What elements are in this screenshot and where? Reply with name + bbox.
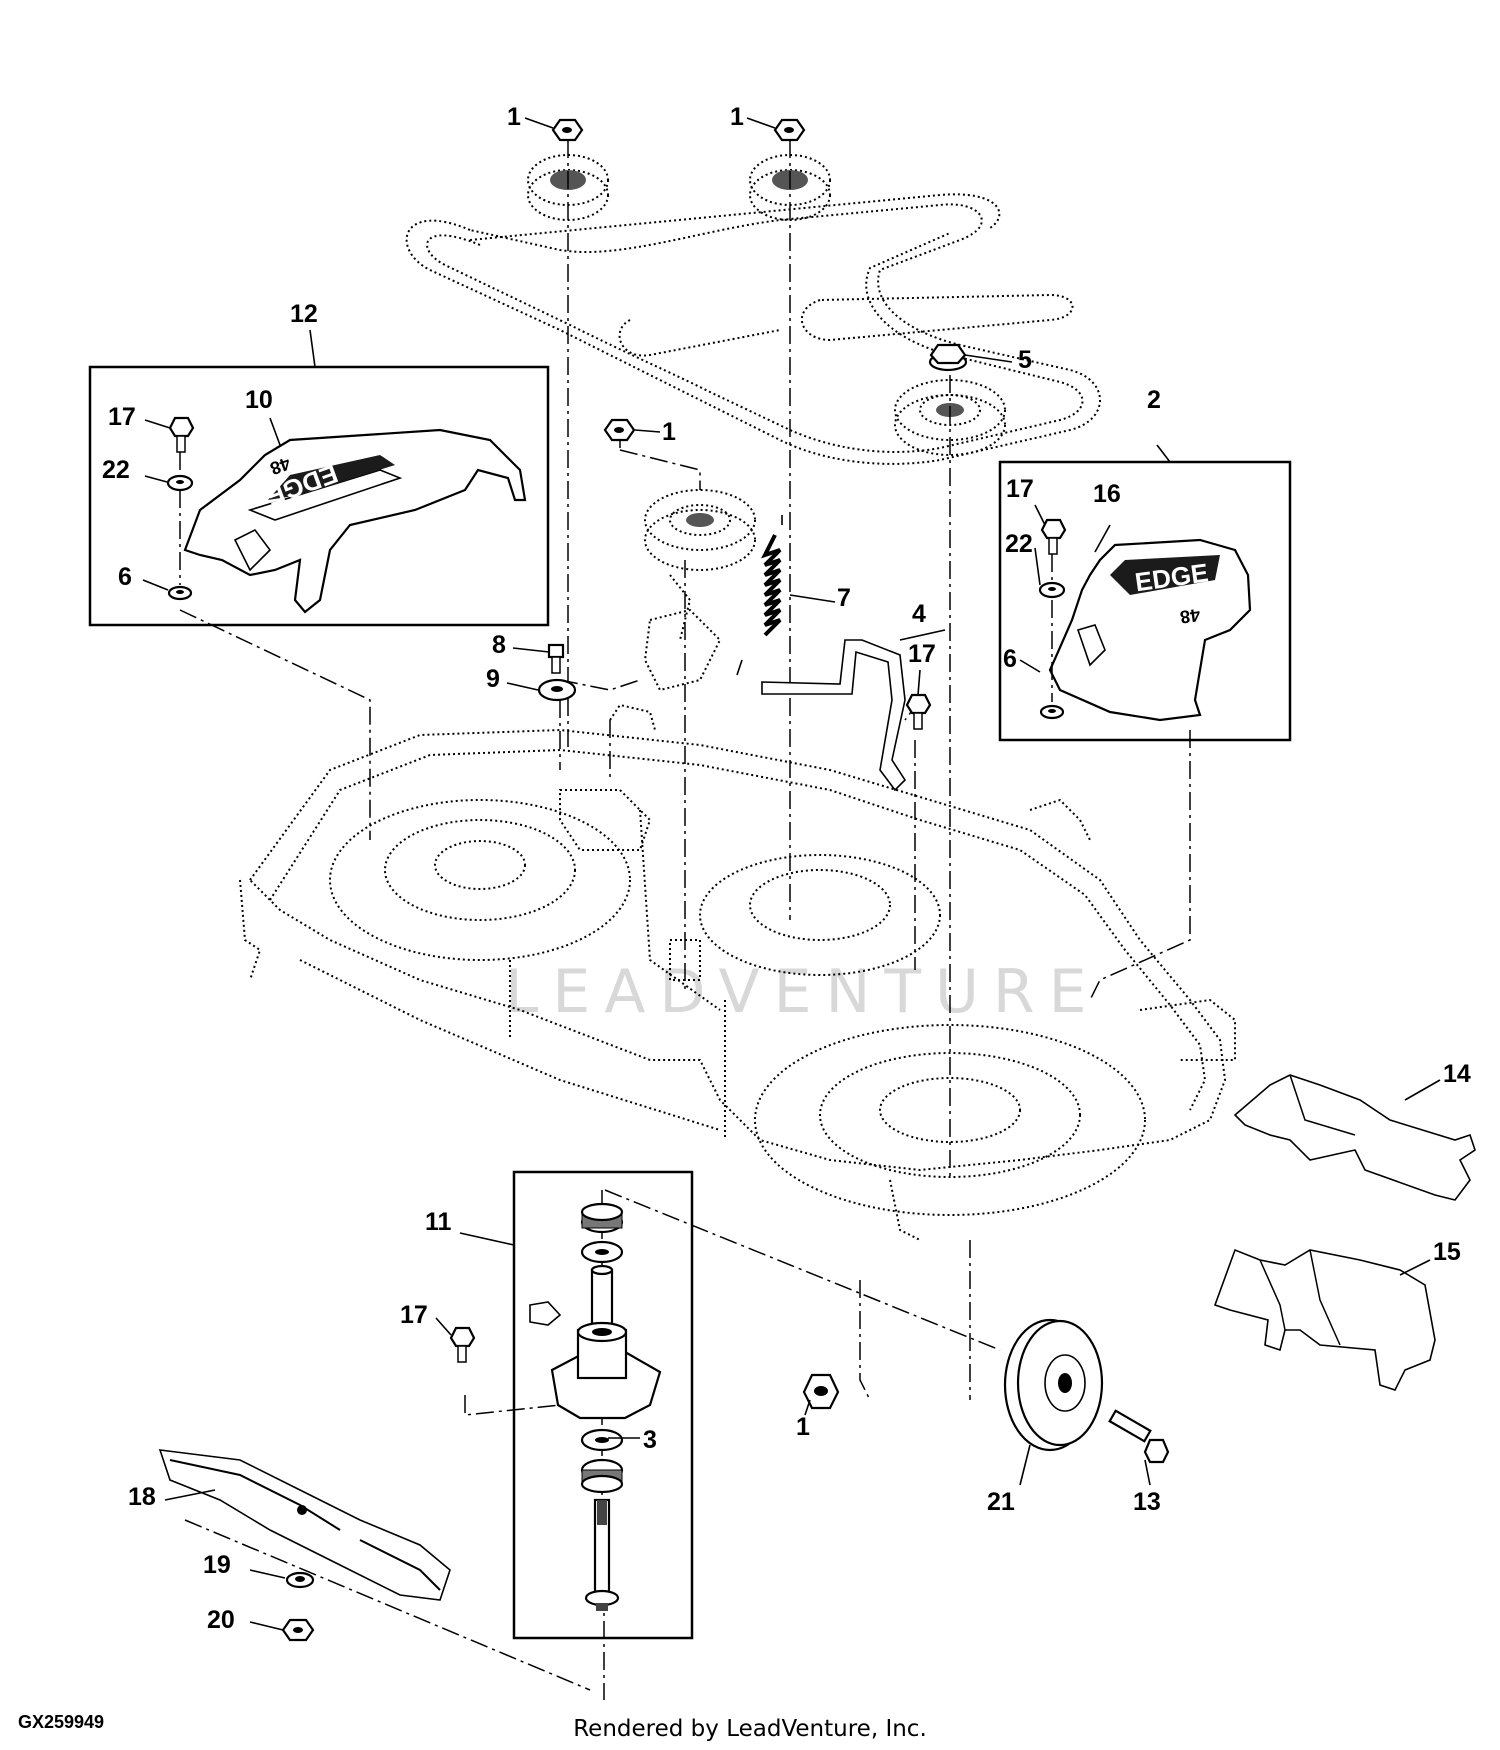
callout-6: 6 xyxy=(1003,645,1017,673)
kit-box-12 xyxy=(88,365,550,627)
hex-nut-1c xyxy=(603,418,636,442)
bolt-17-left xyxy=(168,416,195,453)
baffle-14 xyxy=(1233,1074,1476,1201)
tension-rod-4 xyxy=(761,639,907,792)
callout-22: 22 xyxy=(102,456,130,484)
callout-labels: 1 1 1 1 2 3 4 5 6 6 7 8 9 10 11 12 13 14… xyxy=(102,103,1471,1634)
callout-12: 12 xyxy=(290,300,318,328)
gauge-wheel-21 xyxy=(1003,1318,1104,1452)
flange-nut-5 xyxy=(928,343,968,372)
kit-box-2 xyxy=(998,460,1292,742)
nut-20 xyxy=(281,1618,315,1642)
callout-13: 13 xyxy=(1133,1488,1161,1516)
callout-17: 17 xyxy=(400,1301,428,1329)
leader-lines xyxy=(142,117,1441,1631)
washer-22-left xyxy=(166,474,194,492)
tension-spring-7 xyxy=(736,515,783,676)
spindle-bearing-top xyxy=(580,1202,624,1234)
callout-4: 4 xyxy=(912,600,926,628)
callout-15: 15 xyxy=(1433,1238,1461,1266)
drawing-number: GX259949 xyxy=(18,1712,105,1732)
hex-nut-1a xyxy=(551,118,584,142)
kit-box-11 xyxy=(512,1170,694,1640)
callout-10: 10 xyxy=(245,386,273,414)
decal-size-right: 48 xyxy=(1179,605,1202,628)
spindle-shaft-3 xyxy=(584,1498,620,1611)
callout-1: 1 xyxy=(796,1413,810,1441)
callout-1: 1 xyxy=(662,418,676,446)
bolt-8 xyxy=(547,643,565,674)
washer-22-right xyxy=(1038,581,1066,599)
callout-6: 6 xyxy=(118,563,132,591)
spindle-bearing-lower xyxy=(580,1428,624,1452)
callout-5: 5 xyxy=(1018,346,1032,374)
callout-21: 21 xyxy=(987,1488,1015,1516)
callout-7: 7 xyxy=(837,584,851,612)
callout-8: 8 xyxy=(492,631,506,659)
idler-arm-pulley xyxy=(643,489,756,692)
callout-20: 20 xyxy=(207,1606,235,1634)
watermark-text: LEADVENTURE xyxy=(505,957,1101,1027)
washer-6-right xyxy=(1039,704,1065,720)
callout-14: 14 xyxy=(1443,1060,1471,1088)
hex-nut-1b xyxy=(773,118,806,142)
bolt-17-rod xyxy=(905,693,932,730)
drive-belts xyxy=(405,193,1101,465)
callout-16: 16 xyxy=(1093,480,1121,508)
callout-11: 11 xyxy=(425,1208,452,1236)
washer-19 xyxy=(285,1571,315,1589)
callout-9: 9 xyxy=(486,665,500,693)
belt-shield-10: EDGE 48 xyxy=(183,428,527,614)
spindle-bearing-bottom xyxy=(580,1458,624,1494)
callout-18: 18 xyxy=(128,1483,156,1511)
callout-17: 17 xyxy=(908,640,936,668)
callout-1: 1 xyxy=(730,103,744,131)
washer-9 xyxy=(537,678,577,702)
spindle-spacer xyxy=(590,1264,614,1330)
render-credit: Rendered by LeadVenture, Inc. xyxy=(573,1716,927,1742)
washer-6-left xyxy=(167,585,193,601)
assembly-lines xyxy=(179,140,1191,1700)
callout-1: 1 xyxy=(507,103,521,131)
mower-deck xyxy=(239,703,1236,1241)
mower-blade-18 xyxy=(158,1449,451,1601)
bolt-17-spindle xyxy=(449,1326,476,1363)
callout-22: 22 xyxy=(1005,530,1033,558)
callout-17: 17 xyxy=(1006,475,1034,503)
callout-2: 2 xyxy=(1147,386,1161,414)
spindle-bearing-upper xyxy=(580,1240,624,1264)
shoulder-bolt-13 xyxy=(1108,1409,1170,1464)
bolt-17-right xyxy=(1040,518,1067,555)
callout-19: 19 xyxy=(203,1551,231,1579)
flange-nut-1d xyxy=(802,1373,840,1410)
callout-17: 17 xyxy=(108,403,136,431)
belt-shield-16: EDGE 48 xyxy=(1048,538,1252,722)
callout-3: 3 xyxy=(643,1426,657,1454)
spindle-housing xyxy=(529,1301,662,1420)
baffle-15 xyxy=(1213,1248,1436,1391)
